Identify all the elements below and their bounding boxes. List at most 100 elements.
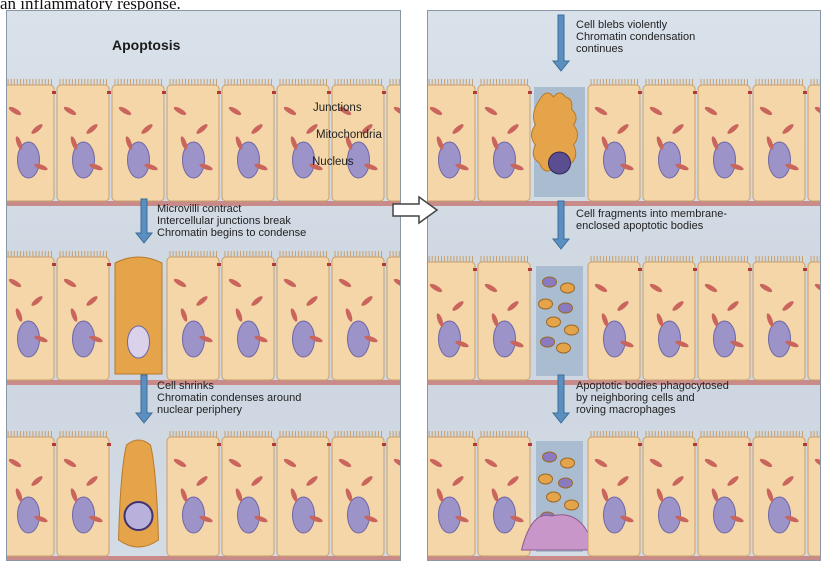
- epithelial-cell: [478, 256, 532, 380]
- microvilli: [170, 79, 217, 85]
- cell-body: [57, 257, 109, 380]
- cell-body: [7, 257, 54, 380]
- cell-row: [428, 256, 820, 385]
- cell-body: [167, 437, 219, 556]
- epithelial-cell: [387, 79, 400, 201]
- microvilli: [591, 431, 638, 437]
- condensed-nucleus: [125, 502, 153, 530]
- microvilli: [115, 79, 162, 85]
- epithelial-cell: [112, 79, 166, 201]
- cell-body: [332, 437, 384, 556]
- junction: [52, 263, 56, 266]
- cell-body: [387, 437, 400, 556]
- apoptotic-body: [559, 478, 573, 488]
- epithelial-cell: [588, 79, 642, 201]
- junction: [217, 91, 221, 94]
- cell-body: [167, 257, 219, 380]
- epithelial-cell: [643, 79, 697, 201]
- cell-body: [643, 437, 695, 556]
- microvilli: [428, 256, 473, 262]
- cell-body: [478, 437, 530, 556]
- junction: [52, 91, 56, 94]
- basement-membrane: [428, 556, 820, 560]
- microvilli: [646, 79, 693, 85]
- junction: [638, 91, 642, 94]
- nucleus: [348, 497, 370, 533]
- epithelial-cell: [808, 79, 820, 201]
- epithelial-cell: [698, 79, 752, 201]
- microvilli: [591, 256, 638, 262]
- microvilli: [646, 256, 693, 262]
- epithelial-cell: [698, 256, 752, 380]
- junction: [748, 91, 752, 94]
- epithelial-cell: [643, 431, 697, 556]
- epithelial-cell: [753, 79, 807, 201]
- junction: [528, 443, 532, 446]
- junction: [327, 91, 331, 94]
- nucleus: [769, 497, 791, 533]
- junction: [473, 443, 477, 446]
- microvilli: [335, 251, 382, 257]
- junction: [107, 443, 111, 446]
- microvilli: [390, 251, 400, 257]
- microvilli: [701, 79, 748, 85]
- junction: [272, 91, 276, 94]
- macrophage: [522, 515, 598, 550]
- junction: [638, 268, 642, 271]
- microvilli: [756, 431, 803, 437]
- junction: [382, 91, 386, 94]
- basement-membrane: [7, 556, 400, 560]
- microvilli: [701, 431, 748, 437]
- nucleus-label: Nucleus: [312, 156, 354, 168]
- epithelial-cell: [698, 431, 752, 556]
- microvilli: [390, 79, 400, 85]
- cell-body: [7, 437, 54, 556]
- apoptotic-body: [565, 325, 579, 335]
- junction: [217, 263, 221, 266]
- epithelial-cell: [222, 79, 276, 201]
- junction: [803, 443, 807, 446]
- nucleus: [439, 497, 461, 533]
- junction: [107, 91, 111, 94]
- step-text-6: Apoptotic bodies phagocytosed by neighbo…: [576, 380, 729, 416]
- epithelial-cell: [387, 431, 400, 556]
- condensed-nucleus: [549, 152, 571, 174]
- microvilli: [225, 79, 272, 85]
- apoptotic-body: [557, 343, 571, 353]
- cell-body: [222, 257, 274, 380]
- microvilli: [428, 431, 473, 437]
- microvilli: [811, 431, 820, 437]
- junction: [107, 263, 111, 266]
- apoptotic-body: [539, 474, 553, 484]
- junction: [217, 443, 221, 446]
- microvilli: [811, 256, 820, 262]
- mitochondria-label: Mitochondria: [316, 129, 382, 141]
- cell-body: [222, 437, 274, 556]
- epithelial-cell: [753, 431, 807, 556]
- junction: [693, 91, 697, 94]
- epithelial-cell: [522, 441, 598, 552]
- epithelial-cell: [808, 431, 820, 556]
- junction: [272, 443, 276, 446]
- epithelial-cell: [7, 431, 56, 556]
- microvilli: [481, 431, 528, 437]
- junction: [638, 443, 642, 446]
- cell-body: [428, 437, 475, 556]
- hollow-arrow-icon: [391, 195, 439, 225]
- microvilli: [756, 256, 803, 262]
- right-panel: Cell blebs violently Chromatin condensat…: [427, 10, 821, 561]
- epithelial-cell: [536, 266, 583, 376]
- microvilli: [280, 431, 327, 437]
- apoptotic-body: [541, 337, 555, 347]
- microvilli: [335, 79, 382, 85]
- step-text-5: Cell fragments into membrane- enclosed a…: [576, 208, 727, 232]
- nucleus: [183, 497, 205, 533]
- nucleus: [714, 497, 736, 533]
- cell-body: [808, 85, 820, 201]
- cell-body: [332, 257, 384, 380]
- junction: [272, 263, 276, 266]
- left-panel: Apoptosis Junctions Mitochondria Nucleus…: [6, 10, 401, 561]
- junction: [748, 268, 752, 271]
- junction: [52, 443, 56, 446]
- basement-membrane: [428, 201, 820, 206]
